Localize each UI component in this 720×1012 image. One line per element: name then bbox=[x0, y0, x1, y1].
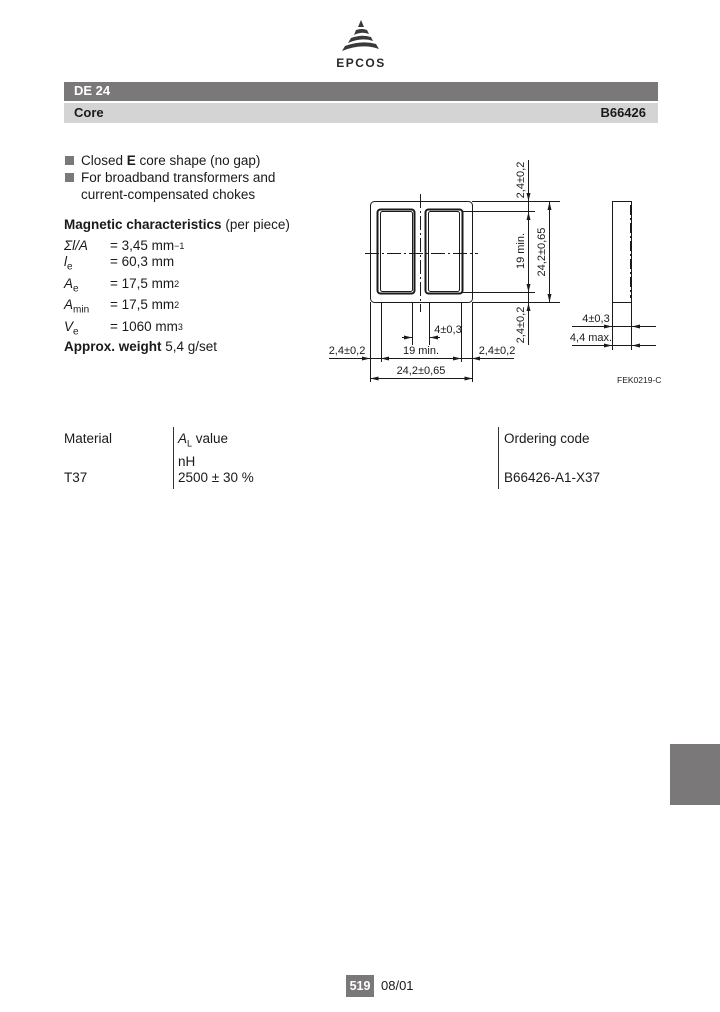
cell-material: T37 bbox=[64, 470, 88, 485]
dim-height-inner: 19 min. bbox=[515, 233, 527, 269]
dim-center-leg: 4±0,3 bbox=[434, 324, 461, 336]
dim-height-total: 24,2±0,65 bbox=[536, 228, 548, 277]
magnetic-row: le = 60,3 mm bbox=[64, 254, 175, 273]
column-divider bbox=[498, 427, 499, 489]
cell-al-value: 2500 ± 30 % bbox=[178, 470, 254, 485]
column-divider bbox=[173, 427, 174, 489]
magnetic-row: Σl/A = 3,45 mm−1 bbox=[64, 238, 185, 253]
part-bar: Core B66426 bbox=[64, 103, 658, 123]
header-al-value: AL value nH bbox=[178, 431, 229, 469]
part-type: Core bbox=[74, 105, 104, 120]
dim-width-total: 24,2±0,65 bbox=[397, 365, 446, 377]
dim-side-thickness: 4±0,3 bbox=[582, 313, 609, 325]
series-title: DE 24 bbox=[74, 83, 111, 98]
feature-item: Closed E core shape (no gap) bbox=[64, 152, 275, 169]
cell-ordering-code: B66426-A1-X37 bbox=[504, 470, 601, 485]
logo-text: EPCOS bbox=[336, 56, 386, 70]
bullet-square-icon bbox=[65, 173, 74, 182]
dim-left-flange: 2,4±0,2 bbox=[329, 345, 366, 357]
magnetic-values: Σl/A = 3,45 mm−1 le = 60,3 mm Ae = 17,5 … bbox=[64, 238, 184, 341]
epcos-triangle-icon bbox=[342, 20, 379, 51]
feature-item: For broadband transformers and bbox=[64, 169, 275, 186]
bullet-square-icon bbox=[65, 156, 74, 165]
page-number: 519 bbox=[346, 975, 374, 997]
drawing-code: FEK0219-C bbox=[617, 375, 661, 385]
part-number: B66426 bbox=[600, 105, 646, 120]
footer-date: 08/01 bbox=[381, 978, 414, 993]
header-material: Material bbox=[64, 431, 113, 446]
approx-weight: Approx. weight 5,4 g/set bbox=[64, 339, 218, 354]
epcos-logo: EPCOS bbox=[326, 18, 396, 72]
core-dimension-drawing: 2,4±0,2 19 min. 24,2±0,65 2,4±0,2 2,4±0,… bbox=[329, 160, 661, 385]
feature-list: Closed E core shape (no gap) For broadba… bbox=[64, 152, 275, 203]
dim-width-inner: 19 min. bbox=[403, 345, 439, 357]
dim-side-max: 4,4 max. bbox=[570, 332, 612, 344]
ordering-table: Material AL value nH Ordering code T37 2… bbox=[64, 427, 664, 489]
magnetic-title: Magnetic characteristics (per piece) bbox=[64, 217, 290, 232]
dim-top-flange: 2,4±0,2 bbox=[515, 162, 527, 199]
dim-bottom-flange: 2,4±0,2 bbox=[515, 307, 527, 344]
header-ordering-code: Ordering code bbox=[504, 431, 590, 446]
section-tab-marker bbox=[670, 744, 720, 805]
feature-item-continuation: current-compensated chokes bbox=[81, 187, 256, 202]
core-outline bbox=[370, 201, 473, 303]
dim-right-flange: 2,4±0,2 bbox=[479, 345, 516, 357]
series-bar: DE 24 bbox=[64, 82, 658, 101]
